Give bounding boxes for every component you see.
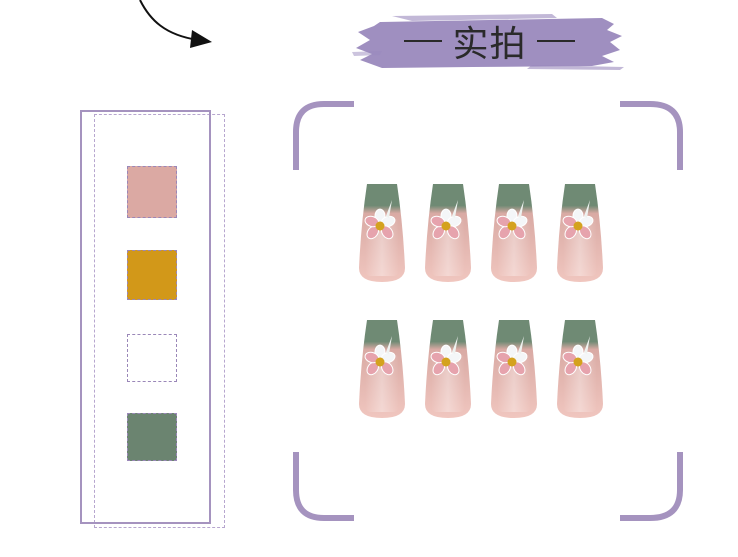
frame-corner-bottom-right [620, 452, 683, 521]
page-title: 实拍 [352, 12, 627, 70]
title-brush-banner [352, 14, 624, 70]
nail-photo [359, 184, 603, 418]
frame-corner-bottom-left [293, 452, 354, 521]
title-right-dash [536, 40, 575, 42]
swatch-sage-green [127, 413, 177, 461]
nail-5 [359, 320, 405, 418]
nail-2 [425, 184, 471, 282]
swatch-mustard-yellow [127, 250, 177, 300]
nail-4 [557, 184, 603, 282]
palette-panel [80, 110, 211, 524]
nail-8 [557, 320, 603, 418]
frame-corner-top-right [620, 101, 683, 170]
curved-arrow-icon [139, 0, 212, 48]
nail-3 [491, 184, 537, 282]
title-left-dash [404, 40, 443, 42]
title-text: 实拍 [452, 24, 527, 65]
frame-corner-top-left [293, 101, 354, 170]
swatch-white [127, 334, 177, 382]
nail-7 [491, 320, 537, 418]
photo-frame-corners [293, 101, 683, 521]
nail-1 [359, 184, 405, 282]
nail-6 [425, 320, 471, 418]
swatch-dusty-pink [127, 166, 177, 218]
palette-dashed-border [94, 114, 225, 528]
